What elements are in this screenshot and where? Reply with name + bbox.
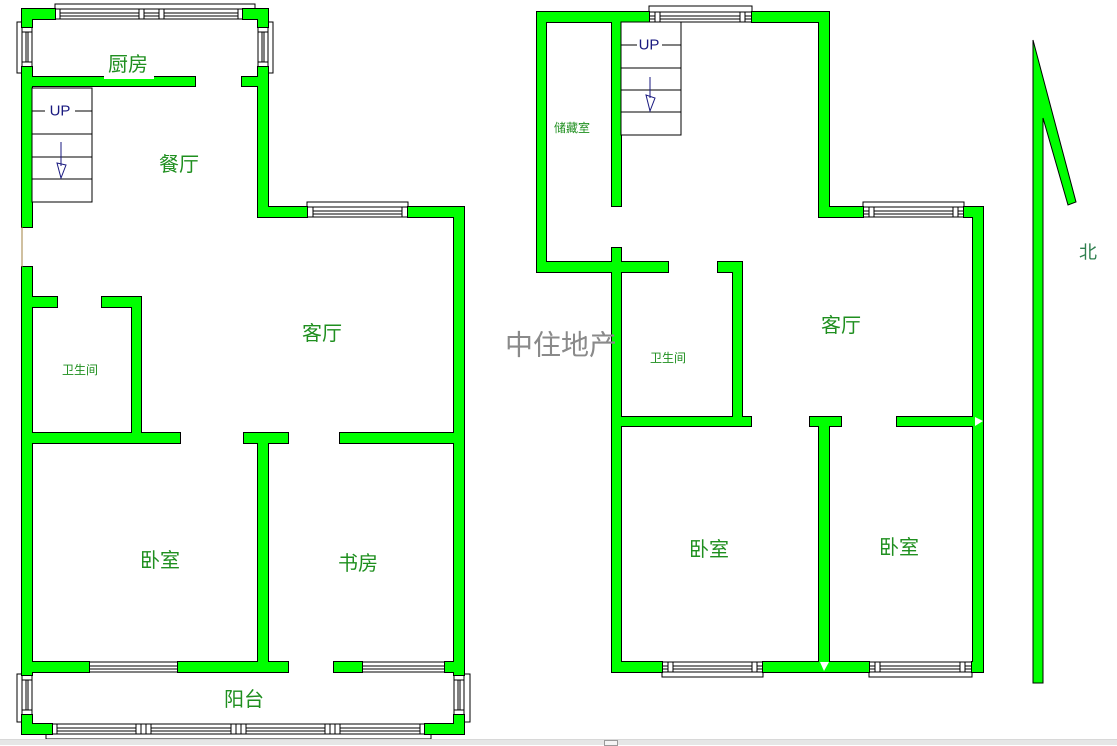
stair-up-label: UP [50,103,71,120]
floor-plan-upper: UP 储藏室 卫生间 客厅 卧室 卧室 [536,5,984,678]
window-kitchen-top [54,3,256,20]
room-label-balcony: 阳台 [224,687,264,711]
watermark-text: 中住地产 [505,329,617,362]
status-bar [0,739,1117,745]
room-label-storage: 储藏室 [554,120,590,135]
north-arrow-icon [1032,39,1077,684]
wall-marker-triangle [975,417,983,426]
room-label-kitchen: 厨房 [108,52,148,76]
stair-up-label: UP [639,37,660,54]
window-kitchen-right [257,21,274,74]
window-balcony-right [453,673,471,723]
north-label: 北 [1079,243,1097,264]
room-label-bedroom-upper-2: 卧室 [879,535,919,559]
room-label-bedroom-lower: 卧室 [140,548,180,572]
window-bedroom-bottom [88,661,179,673]
window-bedroom1-bottom [661,661,764,678]
room-label-living-upper: 客厅 [821,313,861,337]
window-living-upper-top [862,201,965,218]
room-label-study: 书房 [338,551,378,575]
staircase-lower: UP [31,87,93,203]
window-balcony-left [16,673,33,723]
stair-direction-arrow-icon [56,142,67,180]
room-label-bathroom-upper: 卫生间 [650,351,686,365]
room-label-dining: 餐厅 [159,152,199,176]
window-bedroom2-bottom [868,661,973,678]
stair-direction-arrow-icon [645,77,656,113]
kitchen-label-bg [104,53,154,79]
staircase-upper: UP [620,21,682,136]
room-label-bathroom-lower: 卫生间 [62,363,98,377]
room-label-living-lower: 客厅 [302,321,342,345]
window-balcony-bottom [45,723,432,740]
floor-plan-lower: UP 厨房 餐厅 卫生间 客厅 卧室 书房 阳台 [16,3,471,740]
window-living-top [306,201,409,218]
window-kitchen-left [16,21,33,74]
window-stair-top [648,5,753,23]
window-study-bottom [361,661,446,673]
status-bar-handle[interactable] [604,740,618,746]
wall-marker-triangle [820,662,829,671]
room-label-bedroom-upper-1: 卧室 [689,537,729,561]
